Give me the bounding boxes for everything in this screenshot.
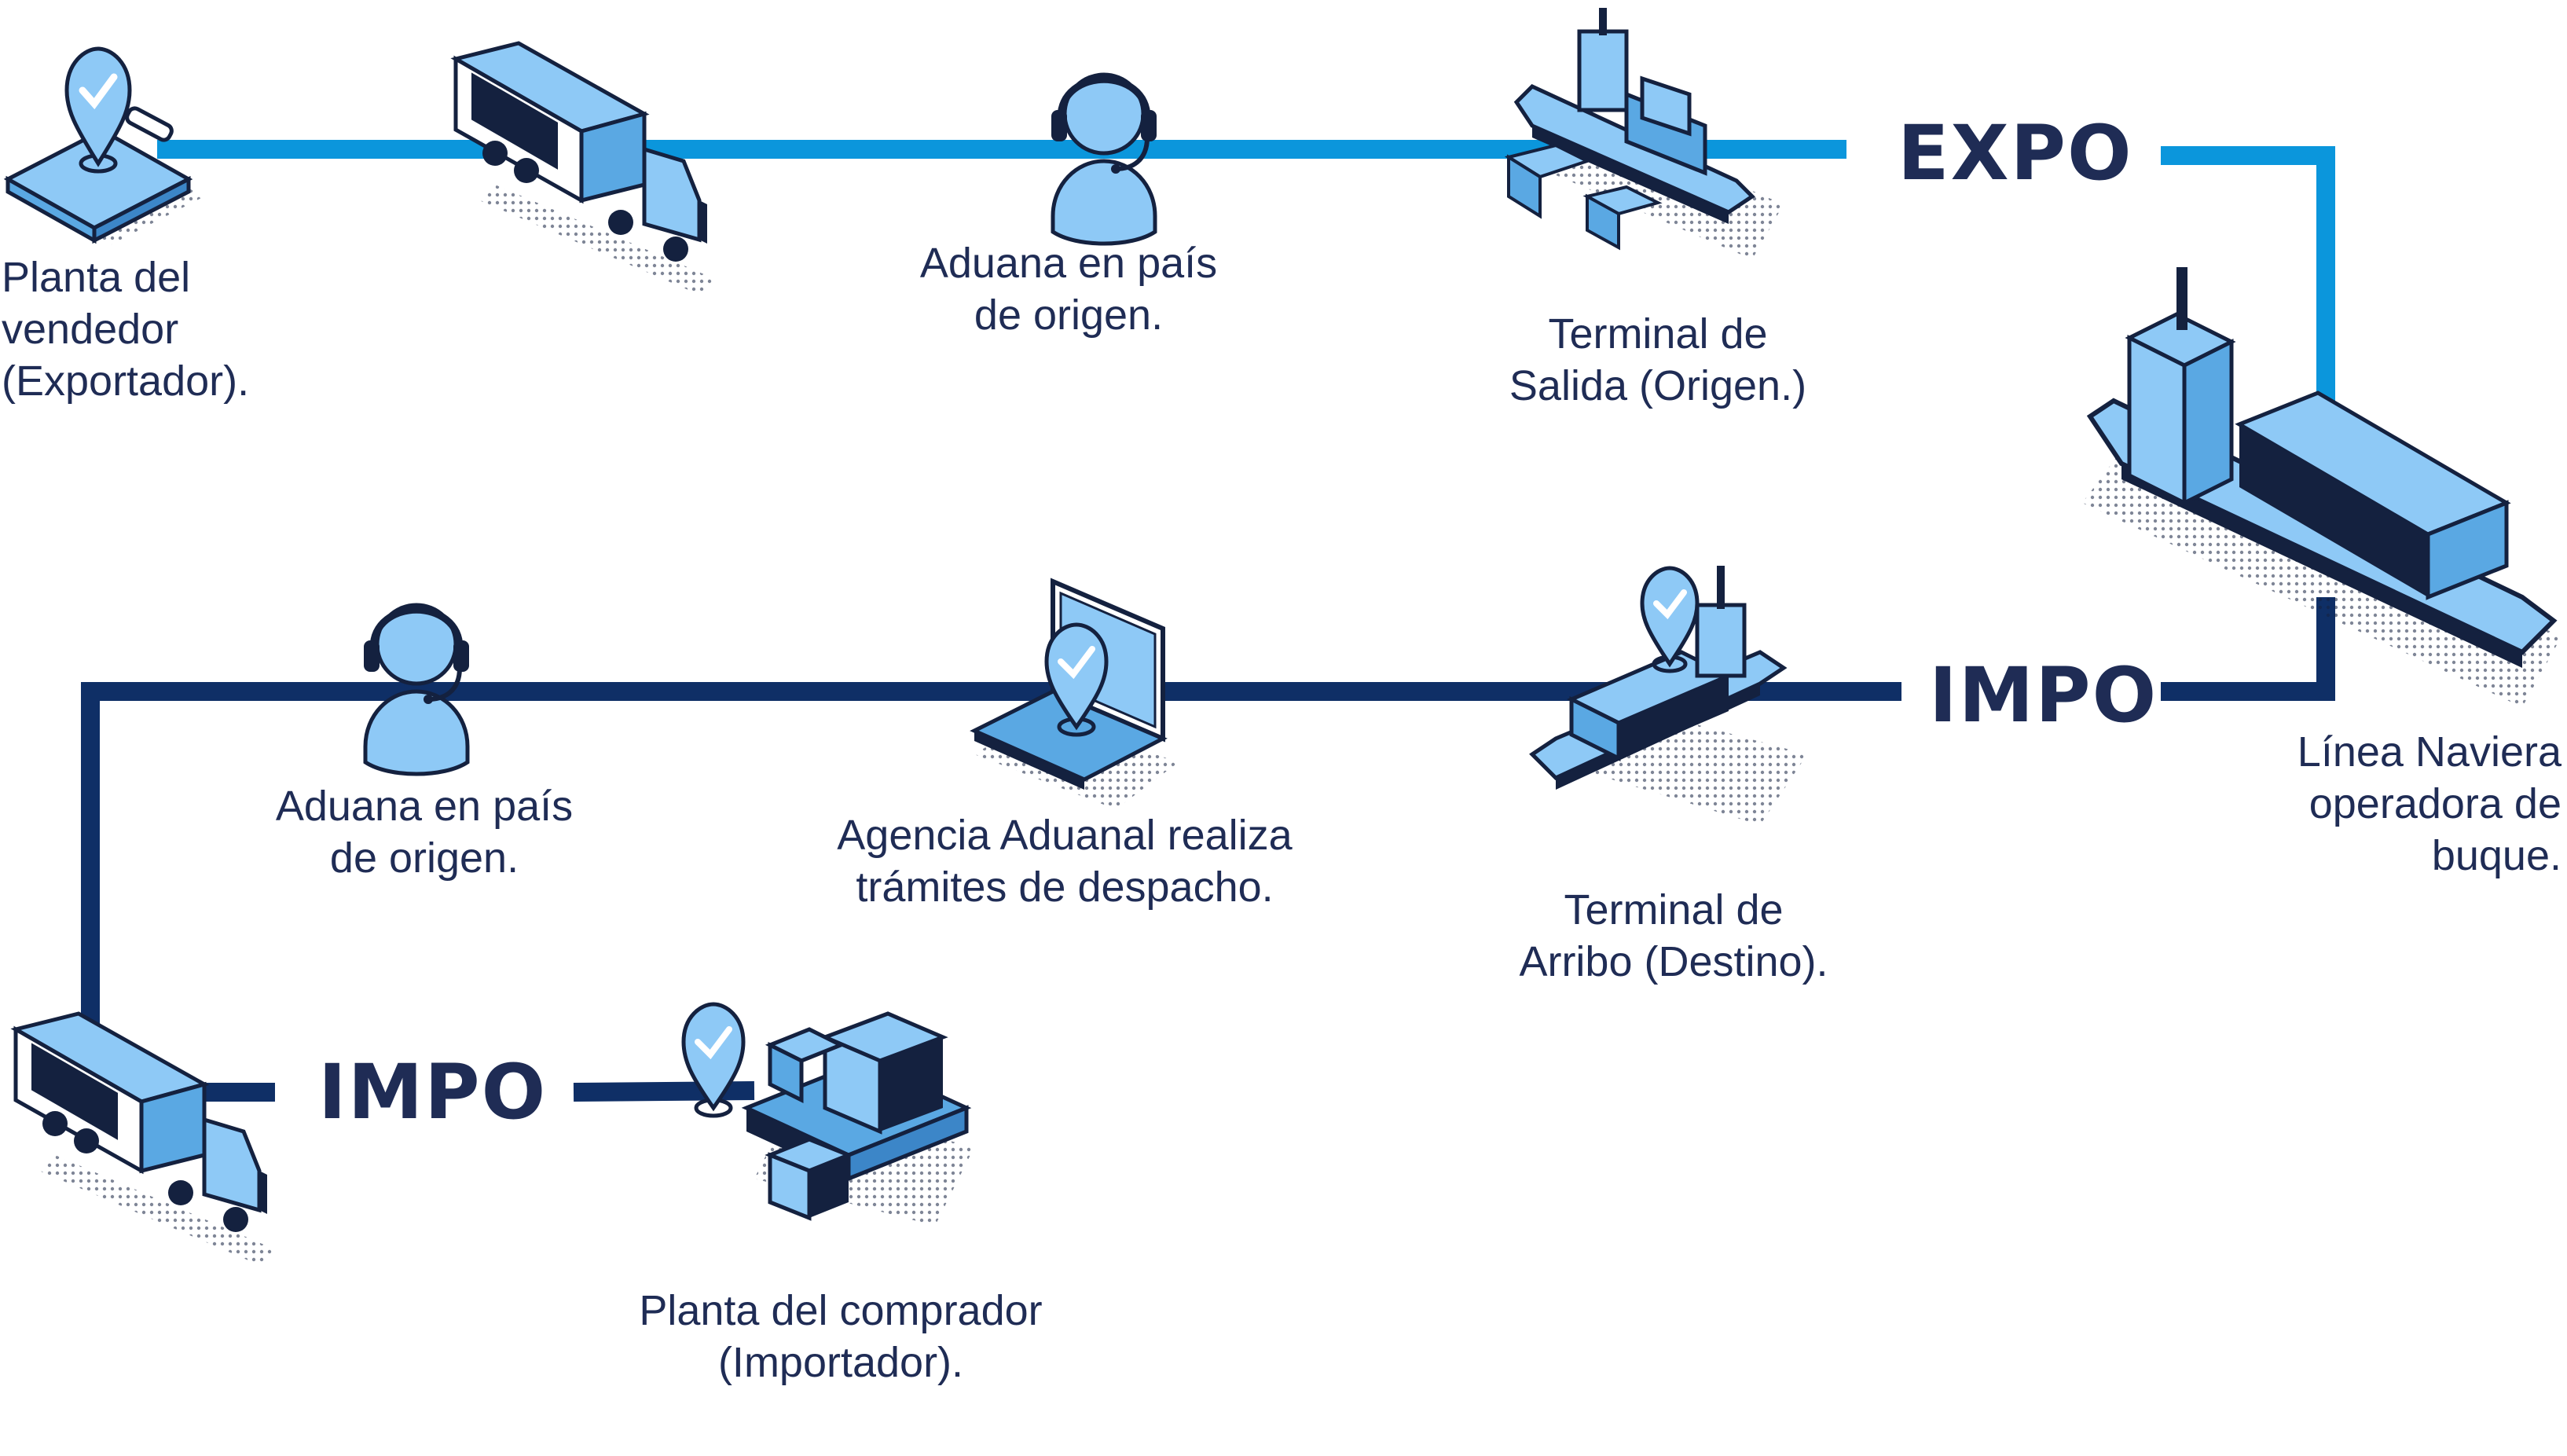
customs-broker-label: Agencia Aduanal realiza trámites de desp… [837, 812, 1293, 911]
shipping-line-label: Línea Naviera operadora de buque. [2297, 728, 2561, 879]
impo-badge-top: IMPO [1929, 651, 2158, 739]
ship-location-icon [1529, 566, 1807, 825]
customs-agent-headset-icon [1051, 72, 1157, 246]
departure-terminal-label: Terminal de Salida (Origen.) [1509, 310, 1807, 409]
origin-customs-label: Aduana en país de origen. [919, 240, 1218, 339]
buyer-plant-label: Planta del comprador (Importador). [639, 1287, 1043, 1386]
destination-customs-label: Aduana en país de origen. [275, 783, 574, 882]
arrival-terminal-label: Terminal de Arribo (Destino). [1519, 886, 1828, 985]
truck-icon [10, 1011, 275, 1265]
customs-agent-headset-icon [363, 603, 470, 776]
cargo-ship-icon [2082, 267, 2561, 707]
warehouse-boxes-location-icon [681, 1002, 974, 1226]
laptop-location-icon [970, 578, 1179, 809]
expo-badge: EXPO [1898, 109, 2133, 197]
truck-icon [450, 41, 715, 295]
impo-badge-bottom: IMPO [318, 1048, 548, 1136]
seller-plant-label: Planta del vendedor (Exportador). [2, 254, 250, 405]
location-map-icon [3, 46, 204, 245]
container-ship-icon [1504, 8, 1784, 259]
